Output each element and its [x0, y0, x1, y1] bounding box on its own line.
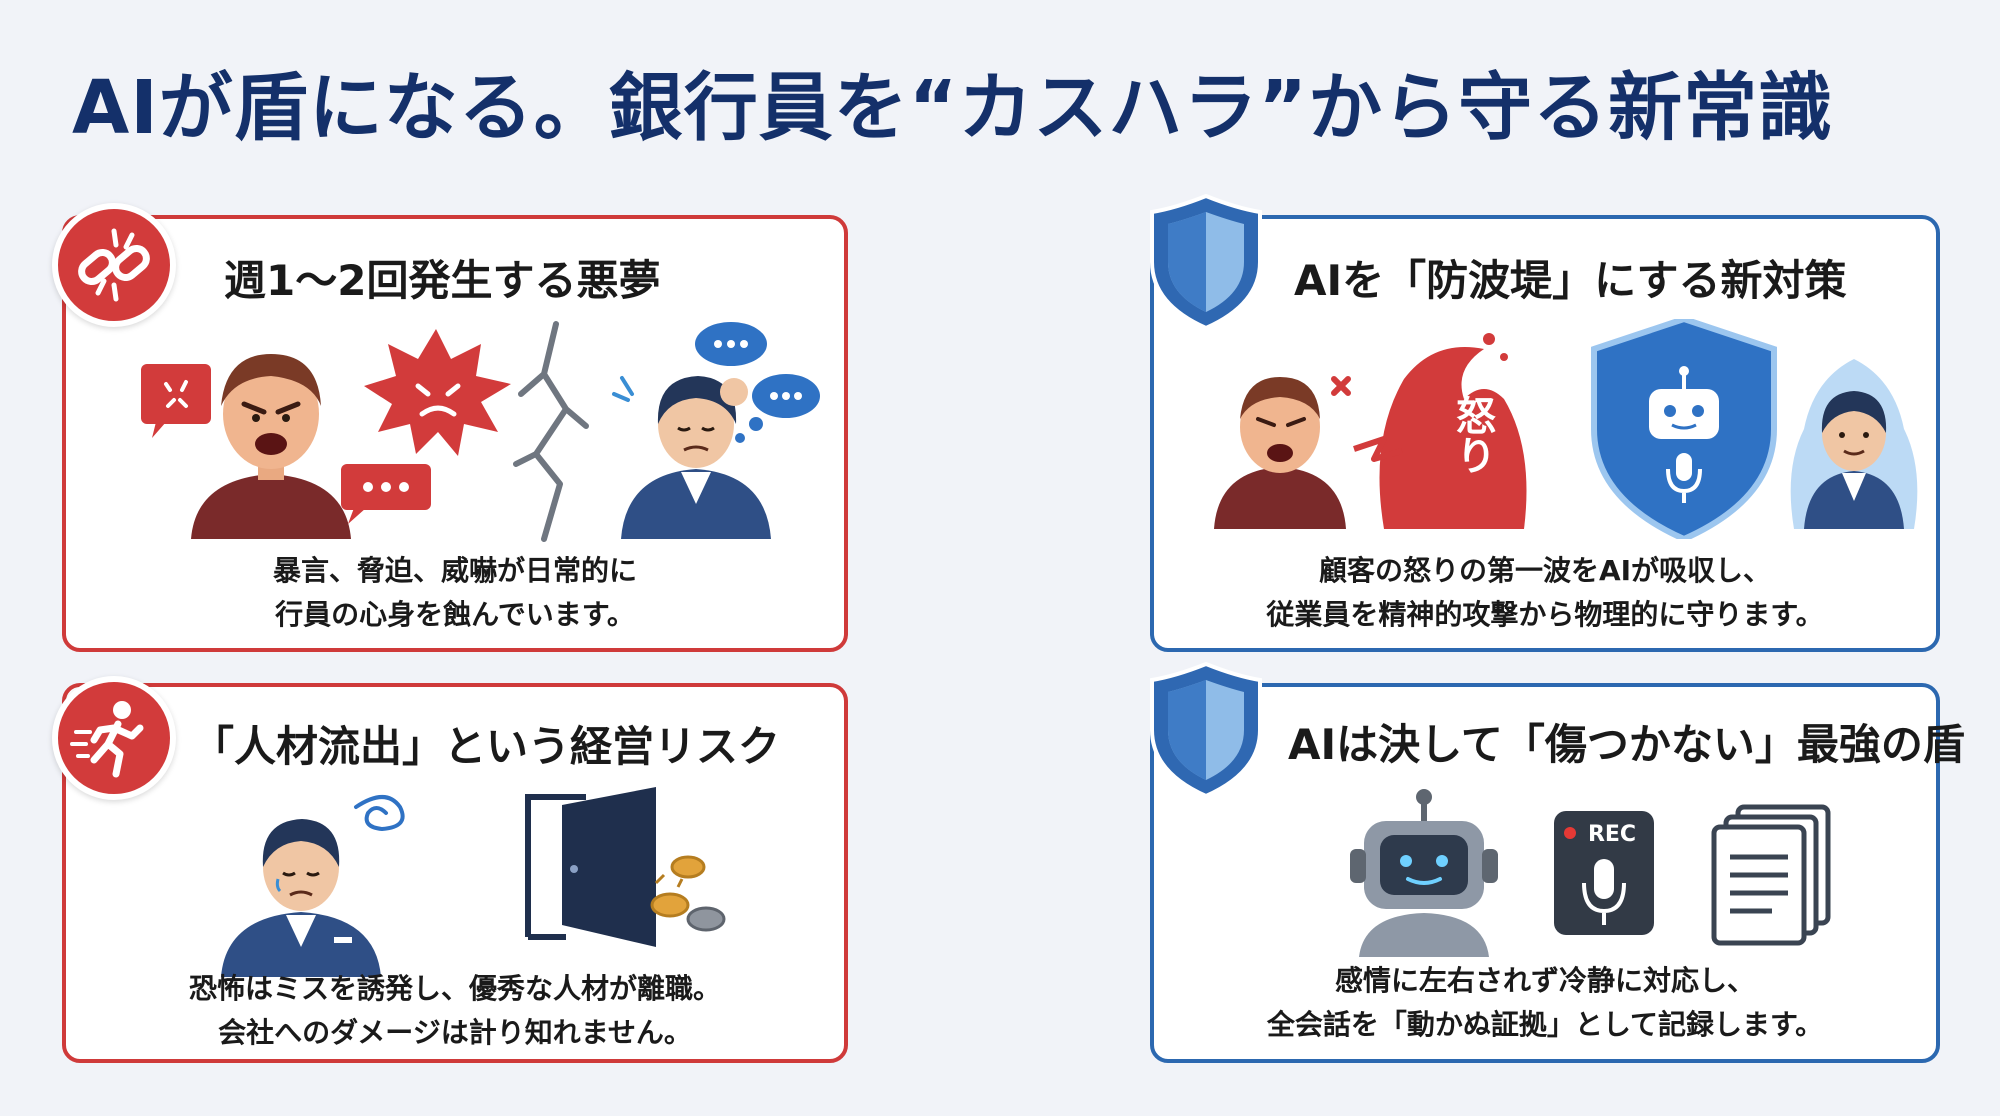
card-strongest: AIは決して「傷つかない」最強の盾 REC	[1150, 683, 1965, 1063]
worry-cloud-icon	[695, 322, 820, 443]
tired-employee-icon	[221, 819, 381, 977]
exit-door-icon	[525, 787, 656, 947]
running-person-icon	[52, 676, 176, 800]
card-risk-title: 「人材流出」という経営リスク	[192, 722, 781, 771]
card-risk-desc: 恐怖はミスを誘発し、優秀な人材が離職。 会社へのダメージは計り知れません。	[188, 972, 721, 1049]
documents-icon	[1711, 804, 1831, 946]
card-breakwater: AIを「防波堤」にする新対策 怒り	[1150, 215, 1940, 652]
card-nightmare-title: 週1〜2回発生する悪夢	[224, 256, 661, 305]
card-breakwater-desc: 顧客の怒りの第一波をAIが吸収し、 従業員を精神的攻撃から物理的に守ります。	[1266, 554, 1824, 631]
rec-microphone-icon: REC	[1554, 811, 1654, 935]
page-title: AIが盾になる。銀行員を“カスハラ”から守る新常識	[72, 65, 1834, 151]
crack-icon	[513, 321, 589, 542]
robot-icon	[1350, 789, 1498, 957]
card-nightmare: 週1〜2回発生する悪夢	[62, 215, 848, 652]
card-breakwater-title: AIを「防波堤」にする新対策	[1294, 256, 1847, 305]
shield-icon	[1146, 192, 1266, 332]
broken-link-icon	[52, 203, 176, 327]
speech-bubble-icon	[341, 464, 431, 524]
card-strongest-title: AIは決して「傷つかない」最強の盾	[1288, 720, 1965, 769]
dizzy-swirl-icon	[354, 795, 405, 832]
angry-customer-icon	[191, 354, 351, 539]
wave-label: 怒り	[1449, 395, 1496, 475]
angry-bubble-icon	[141, 364, 211, 438]
angry-customer-icon	[1214, 377, 1346, 529]
distressed-employee-icon	[612, 376, 771, 539]
card-risk: 「人材流出」という経営リスク 恐怖はミスを誘発し、	[62, 683, 848, 1063]
nightmare-illustration	[141, 321, 820, 542]
ai-shield-icon	[1591, 319, 1777, 539]
rec-label: REC	[1588, 822, 1636, 847]
card-strongest-desc: 感情に左右されず冷静に対応し、 全会話を「動かぬ証拠」として記録します。	[1266, 964, 1824, 1041]
breakwater-illustration: 怒り	[1214, 319, 1918, 539]
strongest-illustration: REC	[1350, 789, 1831, 957]
card-nightmare-desc: 暴言、脅迫、威嚇が日常的に 行員の心身を蝕んでいます。	[272, 554, 637, 631]
calm-employee-icon	[1790, 359, 1918, 529]
coins-icon	[650, 855, 726, 932]
anger-wave-icon	[1353, 333, 1527, 529]
shield-icon	[1146, 660, 1266, 800]
explosion-icon	[364, 329, 511, 456]
risk-illustration	[221, 787, 726, 977]
anger-mark-icon	[1331, 376, 1351, 396]
